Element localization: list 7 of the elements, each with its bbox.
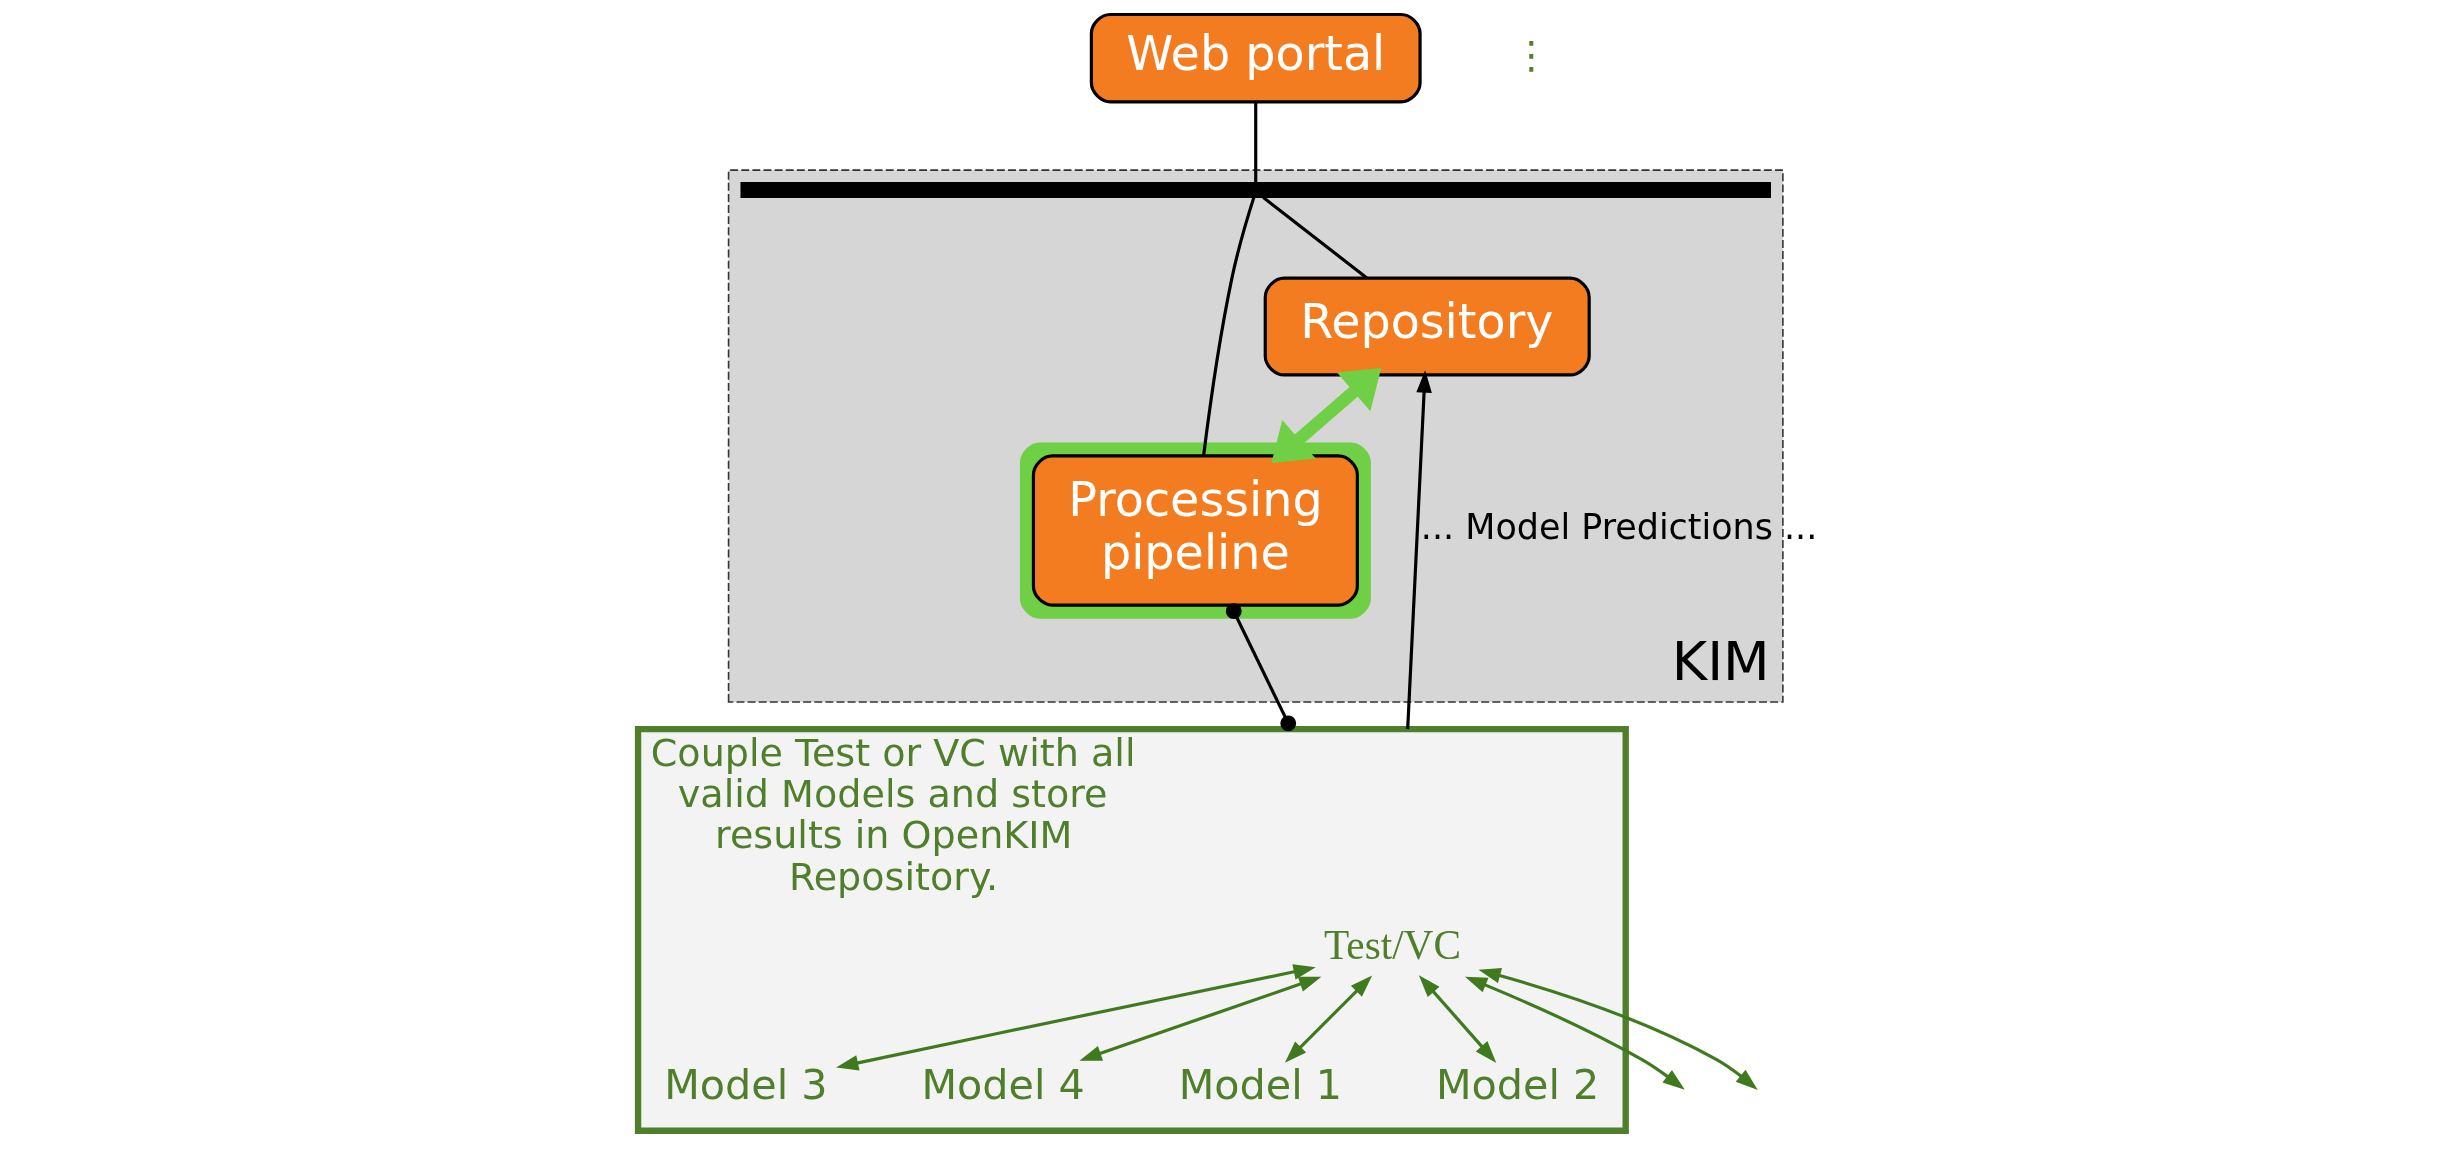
node-text: Model 3 <box>663 1060 828 1109</box>
node-text: Test/VC <box>1323 921 1461 968</box>
label: ⋮ <box>1511 33 1550 78</box>
edge-label: ... Model Predictions ... <box>1420 507 1817 548</box>
node-text: Model 2 <box>1435 1060 1599 1109</box>
node-text: Model 4 <box>920 1060 1085 1109</box>
node-text: Model 1 <box>1178 1060 1342 1109</box>
